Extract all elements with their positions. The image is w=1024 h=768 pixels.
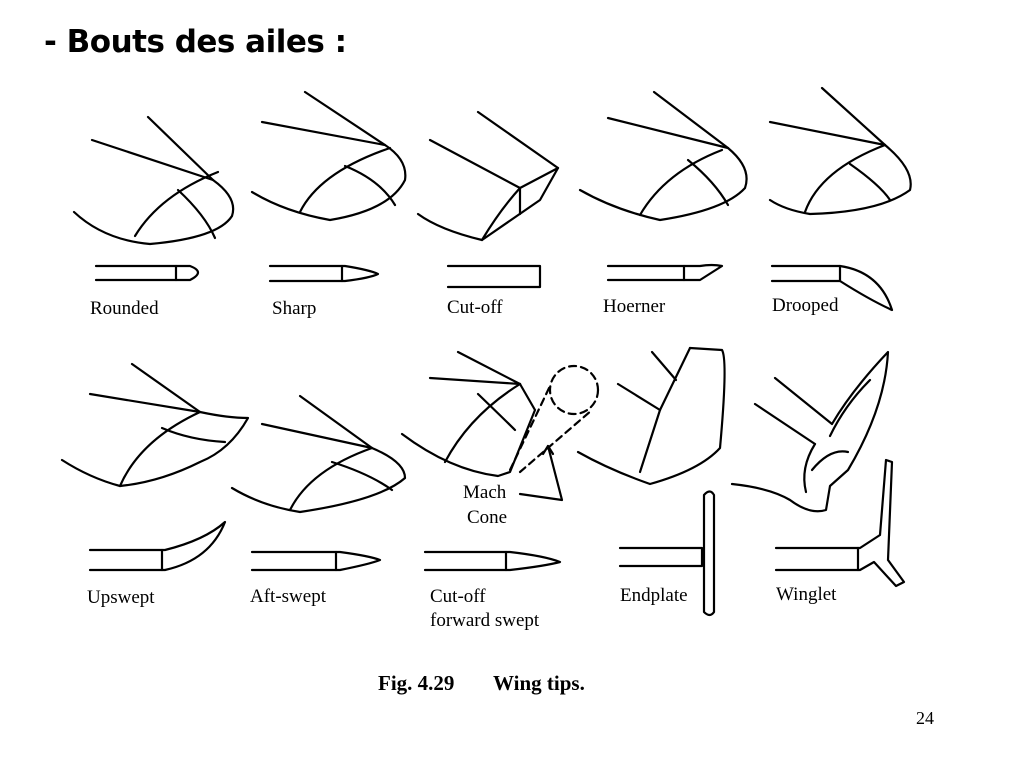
drooped-profile bbox=[770, 264, 894, 312]
sharp-profile bbox=[268, 264, 380, 283]
mach-cone bbox=[508, 364, 600, 474]
wing-tip-winglet bbox=[730, 350, 906, 588]
wing-tip-drooped bbox=[768, 86, 912, 312]
wing-tip-upswept bbox=[60, 362, 250, 572]
wing-tip-cut-off bbox=[416, 110, 560, 289]
hoerner-plan-view bbox=[578, 116, 748, 222]
upswept-plan-view bbox=[60, 392, 250, 488]
forward-swept-profile bbox=[423, 550, 562, 572]
rounded-profile bbox=[94, 264, 200, 282]
wing-tip-aft-swept bbox=[230, 394, 407, 572]
page-number: 24 bbox=[916, 708, 934, 728]
cut-off-profile bbox=[446, 264, 542, 289]
slide-title: - Bouts des ailes : bbox=[44, 24, 347, 60]
forward-swept-plan-view bbox=[400, 376, 537, 478]
drooped-plan-view bbox=[768, 120, 912, 216]
label-mach: Mach bbox=[463, 482, 507, 503]
label-cut-off-forward-line2: forward swept bbox=[430, 610, 540, 631]
figure-caption-title: Wing tips. bbox=[493, 671, 585, 695]
wing-tip-endplate bbox=[576, 346, 726, 617]
label-drooped: Drooped bbox=[772, 295, 839, 316]
winglet-plan-view bbox=[730, 350, 890, 513]
mach-cone-arrow bbox=[518, 444, 564, 502]
label-cut-off-forward-line1: Cut-off bbox=[430, 586, 486, 607]
label-endplate: Endplate bbox=[620, 585, 688, 606]
endplate-plan-view bbox=[576, 346, 726, 486]
label-cone: Cone bbox=[467, 507, 507, 528]
wing-tip-rounded bbox=[72, 115, 235, 282]
upswept-profile bbox=[88, 520, 227, 572]
wing-tip-hoerner bbox=[578, 90, 748, 282]
hoerner-profile bbox=[606, 263, 724, 282]
figure-caption-number: Fig. 4.29 bbox=[378, 671, 454, 695]
sharp-plan-view bbox=[250, 120, 407, 222]
wing-tip-sharp bbox=[250, 90, 407, 283]
aft-swept-plan-view bbox=[230, 422, 407, 514]
label-sharp: Sharp bbox=[272, 298, 316, 319]
endplate-profile bbox=[618, 546, 704, 568]
aft-swept-profile bbox=[250, 550, 382, 572]
endplate-plate bbox=[702, 490, 716, 617]
label-upswept: Upswept bbox=[87, 587, 155, 608]
rounded-plan-view bbox=[72, 138, 235, 246]
label-cut-off: Cut-off bbox=[447, 297, 503, 318]
label-rounded: Rounded bbox=[90, 298, 159, 319]
label-hoerner: Hoerner bbox=[603, 296, 666, 317]
label-aft-swept: Aft-swept bbox=[250, 586, 327, 607]
winglet-profile bbox=[774, 458, 906, 588]
wing-tip-cut-off-forward-swept bbox=[400, 350, 600, 572]
label-winglet: Winglet bbox=[776, 584, 837, 605]
cut-off-plan-view bbox=[416, 138, 560, 242]
